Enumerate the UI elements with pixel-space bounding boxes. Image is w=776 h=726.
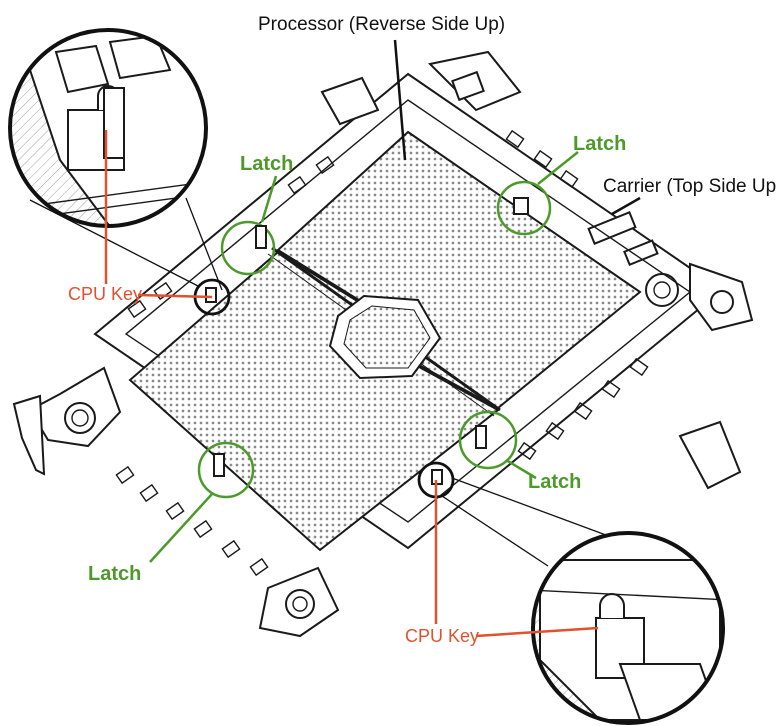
latch-label-top-right: Latch xyxy=(573,133,626,155)
magnifier-top-left xyxy=(8,28,223,291)
processor-label: Processor (Reverse Side Up) xyxy=(258,14,505,35)
carrier-label: Carrier (Top Side Up) xyxy=(603,176,776,197)
processor-leader xyxy=(393,39,407,161)
latch-markers xyxy=(149,151,579,563)
latch-label-bottom-left: Latch xyxy=(88,563,141,585)
cpu-key-label-right: CPU Key xyxy=(405,626,479,646)
magnifier-bottom-right xyxy=(441,477,725,725)
latch-label-top-left: Latch xyxy=(240,153,293,175)
center-die xyxy=(328,294,442,380)
latch-label-bottom-right: Latch xyxy=(528,471,581,493)
cpu-key-leaders xyxy=(104,130,599,638)
cpu-key-label-left: CPU Key xyxy=(68,284,142,304)
latch-circle-top-left xyxy=(220,220,276,276)
latch-circle-bottom-right xyxy=(458,410,518,470)
latch-circle-top-right xyxy=(496,180,552,236)
carrier-leader xyxy=(611,196,641,216)
latch-circle-bottom-left xyxy=(197,441,255,499)
